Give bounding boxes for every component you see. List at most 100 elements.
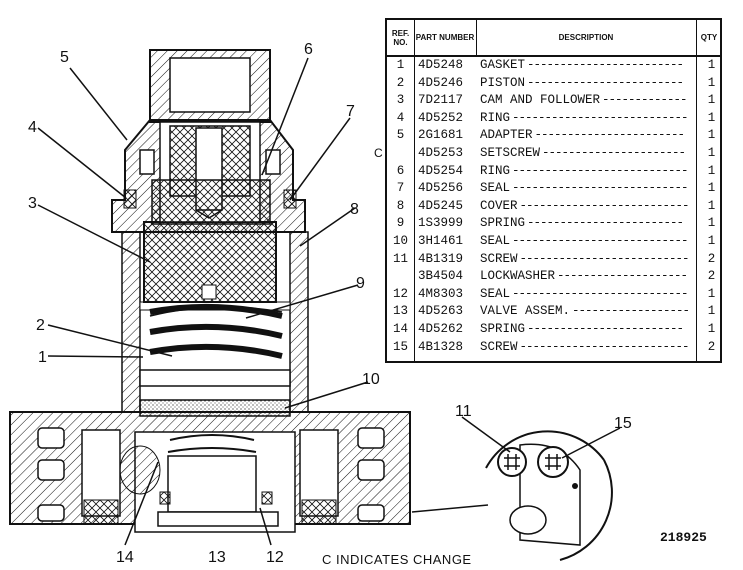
description-cell: RING: [480, 163, 511, 178]
part-number-cell: 4D5254: [418, 163, 464, 178]
table-row: 1 4D5248 GASKET 1 ------------------------: [387, 57, 720, 74]
dot-leader: -----------------------: [534, 128, 686, 143]
callout-2: 2: [36, 317, 45, 334]
dot-leader: ---------------------------: [512, 163, 689, 178]
ref-cell: 2: [396, 75, 405, 90]
qty-cell: 1: [707, 181, 716, 196]
drawing-number: 218925: [660, 530, 707, 545]
part-number-cell: 4D5248: [418, 58, 464, 72]
change-note: C INDICATES CHANGE: [322, 552, 472, 567]
description-cell: ADAPTER: [480, 128, 533, 143]
table-header: REF. NO. PART NUMBER DESCRIPTION QTY: [387, 20, 720, 57]
callout-1: 1: [38, 349, 47, 366]
qty-cell: 2: [707, 339, 716, 354]
description-cell: LOCKWASHER: [480, 269, 556, 284]
ref-cell: 5: [396, 128, 405, 143]
qty-cell: 1: [707, 216, 716, 231]
qty-cell: 1: [707, 58, 716, 72]
description-cell: SETSCREW: [480, 146, 541, 160]
description-cell: CAM AND FOLLOWER: [480, 93, 601, 108]
description-cell: SEAL: [480, 286, 511, 301]
ref-cell: 7: [396, 181, 405, 196]
dot-leader: ------------------: [572, 304, 690, 319]
ref-cell: 1: [396, 58, 405, 72]
callout-10: 10: [362, 371, 380, 388]
description-cell: SEAL: [480, 234, 511, 248]
callout-13: 13: [208, 549, 226, 566]
dot-leader: ---------------------------: [512, 286, 689, 301]
column-divider: [696, 20, 697, 361]
callout-11: 11: [455, 403, 472, 420]
table-row: 12 4M8303 SEAL 1 ---------------------------: [387, 286, 720, 303]
qty-cell: 1: [707, 110, 716, 125]
callout-14: 14: [116, 549, 134, 566]
description-cell: GASKET: [480, 58, 526, 72]
part-number-cell: 2G1681: [418, 128, 464, 143]
part-number-cell: 1S3999: [418, 216, 464, 231]
column-divider: [476, 20, 477, 55]
qty-cell: 2: [707, 251, 716, 266]
dot-leader: --------------------------: [519, 251, 690, 266]
dot-leader: ------------------------: [527, 58, 684, 72]
callout-3: 3: [28, 195, 37, 212]
qty-cell: 1: [707, 93, 716, 108]
qty-cell: 1: [707, 234, 716, 248]
base-housing: [9, 411, 411, 525]
detail-inset: [411, 430, 613, 561]
ref-cell: 15: [392, 339, 408, 354]
part-number-cell: 4D5256: [418, 181, 464, 196]
part-number-cell: 3H1461: [418, 234, 464, 248]
qty-cell: 1: [707, 128, 716, 143]
callout-6: 6: [304, 41, 313, 58]
dot-leader: ---------------------------: [512, 234, 689, 248]
qty-cell: 1: [707, 75, 716, 90]
leader-lines: [37, 57, 621, 546]
table-row: 5 2G1681 ADAPTER 1 -----------------------: [387, 127, 720, 144]
ref-cell: 12: [392, 286, 408, 301]
description-cell: SCREW: [480, 251, 518, 266]
header-description: DESCRIPTION: [558, 33, 614, 42]
description-cell: RING: [480, 110, 511, 125]
qty-cell: 1: [707, 322, 716, 336]
part-number-cell: 4D5246: [418, 75, 464, 90]
part-number-cell: 4D5252: [418, 110, 464, 125]
dot-leader: --------------------------: [519, 198, 690, 213]
qty-cell: 1: [707, 163, 716, 178]
callout-4: 4: [28, 119, 37, 136]
ref-cell: 11: [392, 251, 408, 266]
description-cell: SPRING: [480, 216, 526, 231]
spring: [149, 303, 283, 359]
qty-cell: 1: [707, 286, 716, 301]
valve-chamber: [119, 431, 296, 533]
dot-leader: ------------------------: [527, 216, 684, 231]
callout-9: 9: [356, 275, 365, 292]
change-mark: C: [374, 146, 383, 160]
qty-cell: 1: [707, 304, 716, 319]
dot-leader: ------------------------: [527, 322, 684, 336]
part-number-cell: 4M8303: [418, 286, 464, 301]
description-cell: SCREW: [480, 339, 518, 354]
description-cell: VALVE ASSEM.: [480, 304, 571, 319]
ref-cell: 6: [396, 163, 405, 178]
part-number-cell: 4B1319: [418, 251, 464, 266]
ref-cell: 13: [392, 304, 408, 319]
dot-leader: --------------------------: [519, 339, 690, 354]
callout-numbers: 5 6 4 7 3 8 9 2 1 10 11 15 14 13 12: [28, 41, 632, 566]
ref-cell: 14: [392, 322, 408, 336]
callout-12: 12: [266, 549, 284, 566]
ref-cell: 3: [396, 93, 405, 108]
part-number-cell: 4D5253: [418, 146, 464, 160]
cam-follower: [143, 221, 277, 303]
dot-leader: --------------------: [557, 269, 688, 284]
part-number-cell: 4D5245: [418, 198, 464, 213]
